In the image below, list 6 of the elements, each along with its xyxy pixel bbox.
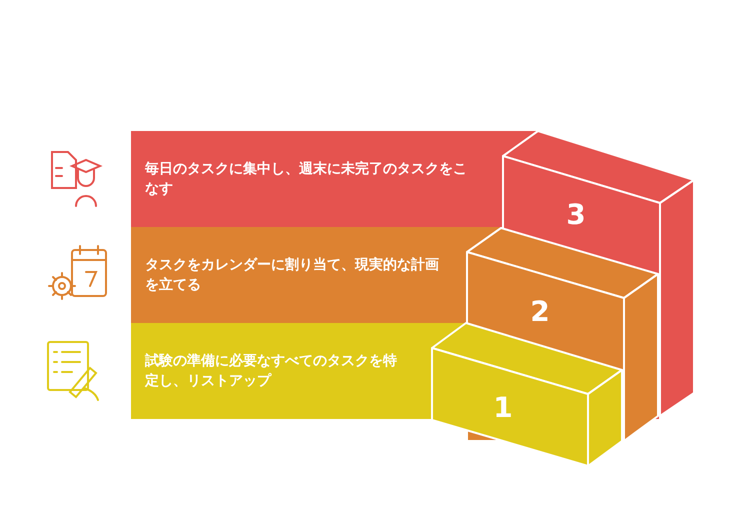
step-description: 毎日のタスクに集中し、週末に未完了のタスクをこなす	[145, 160, 468, 199]
step-number: 3	[556, 199, 596, 231]
step-description: タスクをカレンダーに割り当て、現実的な計画を立てる	[145, 256, 440, 295]
step-number: 2	[520, 296, 560, 328]
step-number: 1	[483, 392, 523, 424]
step-description: 試験の準備に必要なすべてのタスクを特定し、リストアップ	[145, 352, 398, 391]
